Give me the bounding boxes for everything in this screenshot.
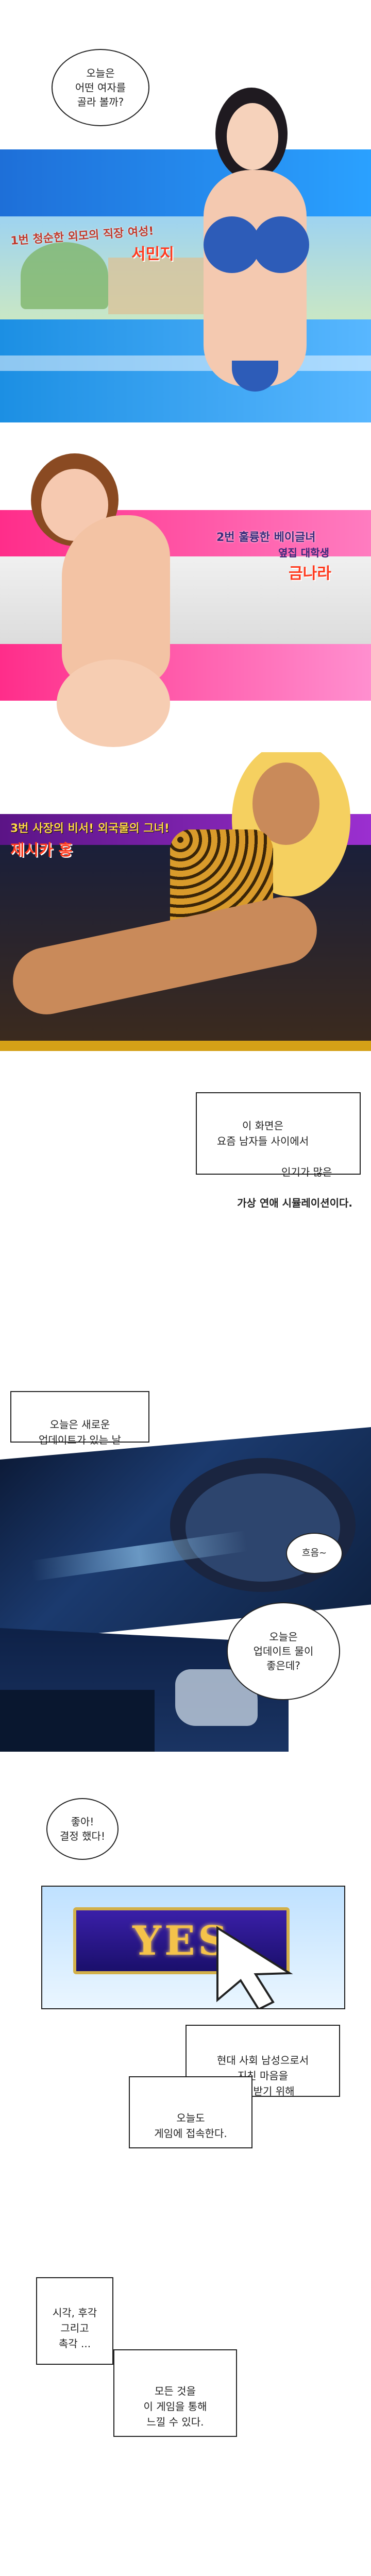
girl-2-name: 금나라	[289, 565, 331, 583]
panel-keyboard	[0, 1628, 289, 1752]
girl-3-name: 제시카 홍	[10, 841, 73, 859]
girl-2-caption-line2: 옆집 대학생	[278, 547, 329, 559]
girl-2-caption-line1: 2번 훌륭한 베이글녀	[216, 531, 316, 544]
narration-1-bold: 가상 연애 시뮬레이션이다.	[237, 1197, 352, 1209]
decided-text: 좋아! 결정 했다!	[60, 1816, 105, 1842]
panel-girl-3: 3번 사장의 비서! 외국물의 그녀! 제시카 홍	[0, 752, 371, 1072]
intro-bubble-text: 오늘은 어떤 여자를 골라 볼까?	[75, 67, 126, 108]
hmm-text: 흐음~	[301, 1548, 327, 1558]
narration-1-line2: 인기가 많은	[281, 1166, 332, 1178]
narration-box-1: 이 화면은 요즘 남자들 사이에서 인기가 많은 가상 연애 시뮬레이션이다.	[196, 1092, 361, 1209]
speech-bubble-decided: 좋아! 결정 했다!	[46, 1798, 119, 1860]
update-question-text: 오늘은 업데이트 물이 좋은데?	[253, 1631, 314, 1672]
narration-6-text: 모든 것을 이 게임을 통해 느낄 수 있다.	[143, 2385, 207, 2428]
narration-4-text: 오늘도 게임에 접속한다.	[154, 2112, 227, 2140]
narration-1-line1: 이 화면은 요즘 남자들 사이에서	[216, 1120, 309, 1147]
girl-1-name: 서민지	[131, 245, 174, 263]
yes-button-label: YES	[132, 1917, 230, 1964]
panel-yes-button: YES	[41, 1886, 345, 2009]
narration-box-4: 오늘도 게임에 접속한다.	[129, 2076, 252, 2148]
mouse-cursor-icon	[212, 1923, 315, 2008]
speech-bubble-intro: 오늘은 어떤 여자를 골라 볼까?	[52, 49, 149, 126]
panel-girl-1: 오늘은 어떤 여자를 골라 볼까? 1번 청순한 외모의 직장 여성! 서민지	[0, 0, 371, 422]
narration-2-text: 오늘은 새로운 업데이트가 있는 날	[39, 1418, 121, 1446]
narration-5-text: 시각, 후각 그리고 촉각 ...	[52, 2307, 97, 2350]
speech-bubble-hmm: 흐음~	[286, 1533, 343, 1574]
narration-box-2: 오늘은 새로운 업데이트가 있는 날	[10, 1391, 149, 1446]
speech-bubble-update: 오늘은 업데이트 물이 좋은데?	[227, 1602, 340, 1700]
panel-girl-2: 2번 훌륭한 베이글녀 옆집 대학생 금나라	[0, 422, 371, 752]
girl-3-caption: 3번 사장의 비서! 외국물의 그녀!	[10, 822, 170, 835]
narration-box-6: 모든 것을 이 게임을 통해 느낄 수 있다.	[113, 2349, 237, 2437]
narration-box-5: 시각, 후각 그리고 촉각 ...	[36, 2277, 113, 2365]
